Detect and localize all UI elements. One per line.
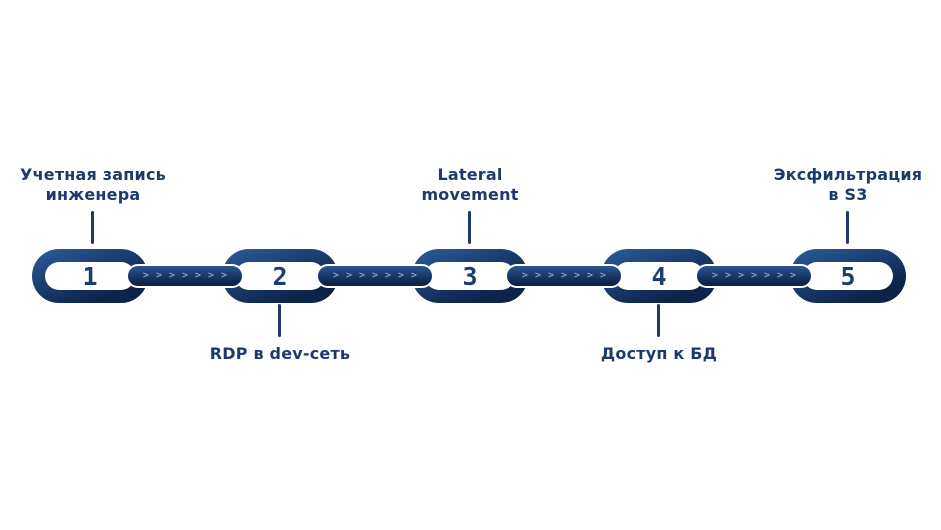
- step-1-label: Учетная запись инженера: [0, 165, 203, 205]
- chevron-arrows-icon: >>>>>>>: [711, 269, 804, 281]
- chain-connector-2: >>>>>>>: [316, 264, 434, 288]
- chain-link-3-hole: [425, 262, 515, 290]
- chain-link-2-number: 2: [272, 261, 288, 291]
- step-3-label-line-2: movement: [421, 185, 519, 204]
- chain-link-3-number: 3: [462, 261, 478, 291]
- chain-connector-4: >>>>>>>: [695, 264, 813, 288]
- step-5-label-line-1: Эксфильтрация: [773, 165, 923, 184]
- step-4-pointer-line: [657, 304, 660, 337]
- chain-connector-3: >>>>>>>: [505, 264, 623, 288]
- chain-link-1-number: 1: [82, 261, 98, 291]
- step-2-label: RDP в dev-сеть: [170, 344, 390, 364]
- step-2-label-line-1: RDP в dev-сеть: [209, 344, 351, 363]
- chain-link-1-hole: [45, 262, 135, 290]
- step-1-label-line-2: инженера: [45, 185, 141, 204]
- step-4-label-line-1: Доступ к БД: [600, 344, 718, 363]
- chain-link-4: 4: [601, 249, 717, 303]
- chain-connector-1: >>>>>>>: [126, 264, 244, 288]
- step-1-label-line-1: Учетная запись: [20, 165, 166, 184]
- step-3-pointer-line: [468, 211, 471, 244]
- chevron-arrows-icon: >>>>>>>: [332, 269, 425, 281]
- step-5-label-line-2: в S3: [828, 185, 868, 204]
- chain-link-5-number: 5: [840, 261, 856, 291]
- chain-link-4-hole: [614, 262, 704, 290]
- chain-link-4-number: 4: [651, 261, 667, 291]
- step-4-label: Доступ к БД: [549, 344, 769, 364]
- chain-link-5-hole: [803, 262, 893, 290]
- step-5-pointer-line: [846, 211, 849, 244]
- chain-link-2-hole: [235, 262, 325, 290]
- chevron-arrows-icon: >>>>>>>: [142, 269, 235, 281]
- step-1-pointer-line: [91, 211, 94, 244]
- chevron-arrows-icon: >>>>>>>: [521, 269, 614, 281]
- step-3-label: Lateral movement: [360, 165, 580, 205]
- chain-link-3: 3: [412, 249, 528, 303]
- step-5-label: Эксфильтрация в S3: [738, 165, 941, 205]
- step-3-label-line-1: Lateral: [437, 165, 503, 184]
- step-2-pointer-line: [278, 304, 281, 337]
